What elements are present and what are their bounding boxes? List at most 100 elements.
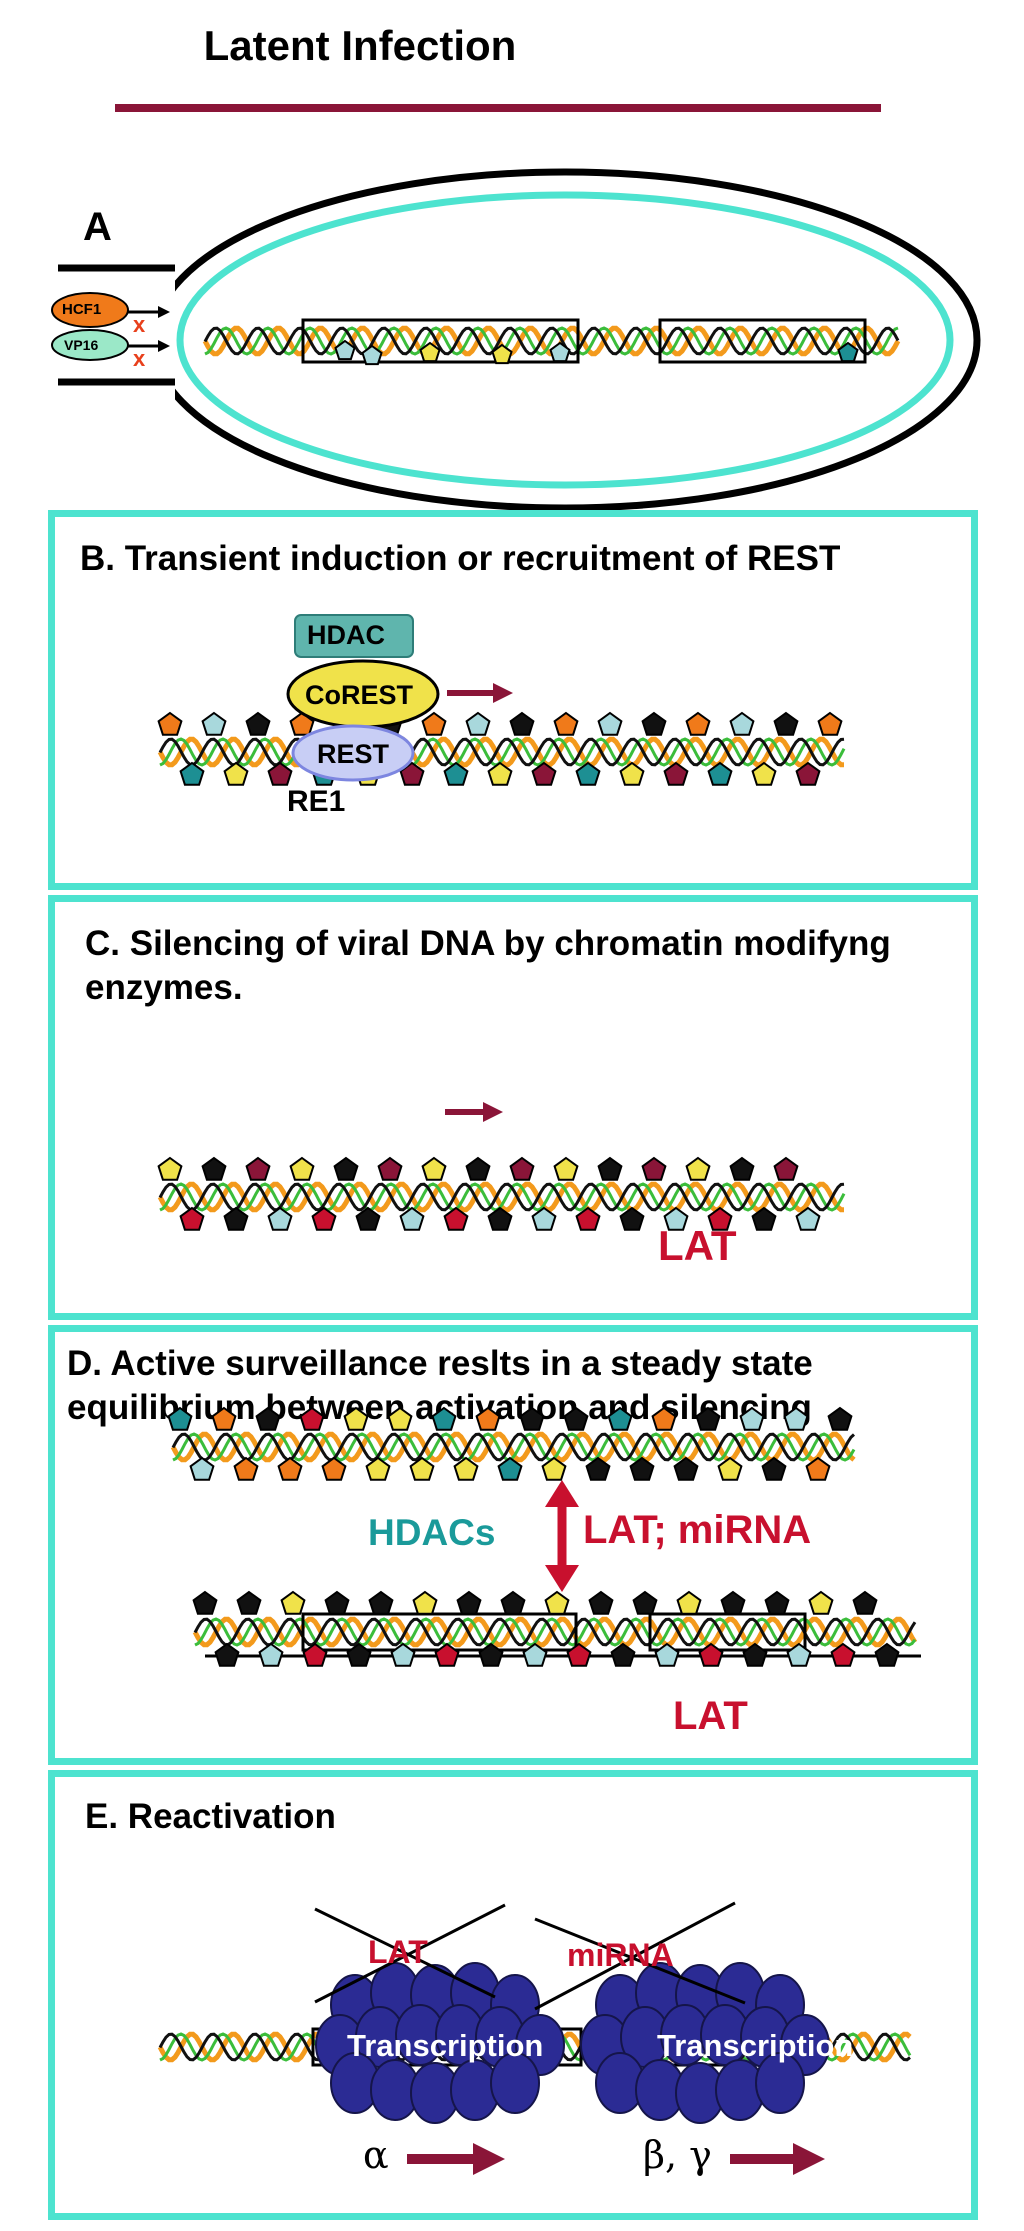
nucleosome-marker bbox=[453, 1456, 479, 1481]
crossed-mirna-label: miRNA bbox=[567, 1937, 674, 1973]
nucleosome-marker bbox=[619, 761, 645, 786]
nucleosome-marker bbox=[201, 711, 227, 736]
nucleosome-marker bbox=[475, 1406, 501, 1431]
cross-lat-1 bbox=[314, 1907, 496, 1999]
panel-a-letter: A bbox=[83, 205, 112, 249]
nucleosome-marker bbox=[575, 761, 601, 786]
nucleosome-marker bbox=[421, 1156, 447, 1181]
nucleosome-marker bbox=[500, 1590, 526, 1615]
nucleosome-marker bbox=[421, 711, 447, 736]
nucleosome-marker bbox=[522, 1642, 548, 1667]
hdac-label: HDAC bbox=[307, 620, 385, 650]
nucleosome-marker bbox=[707, 761, 733, 786]
nucleosome-marker bbox=[157, 1156, 183, 1181]
nucleosome-marker bbox=[299, 1406, 325, 1431]
hdacs-label: HDACs bbox=[368, 1512, 496, 1553]
nucleosome-marker bbox=[365, 1456, 391, 1481]
nucleosome-marker bbox=[167, 1406, 193, 1431]
transcription-label-2: Transcription bbox=[657, 2028, 854, 2063]
nucleosome-marker bbox=[311, 1206, 337, 1231]
nucleosome-marker bbox=[795, 1206, 821, 1231]
nucleosome-marker bbox=[607, 1406, 633, 1431]
nucleosome-marker bbox=[233, 1456, 259, 1481]
nucleosome-marker bbox=[258, 1642, 284, 1667]
nucleosome-marker bbox=[641, 711, 667, 736]
dna-d-bottom bbox=[192, 1616, 918, 1648]
nucleosome-marker bbox=[541, 1456, 567, 1481]
nucleosome-marker bbox=[324, 1590, 350, 1615]
nucleosome-marker bbox=[346, 1642, 372, 1667]
beta-gamma-label: β, γ bbox=[643, 2133, 712, 2177]
nucleosome-marker bbox=[157, 711, 183, 736]
crossed-lat-label: LAT bbox=[368, 1934, 428, 1970]
nucleosome-marker bbox=[764, 1590, 790, 1615]
nucleosome-marker bbox=[531, 761, 557, 786]
nucleosome-marker bbox=[549, 341, 571, 363]
nucleosome-marker bbox=[277, 1456, 303, 1481]
title-rule bbox=[115, 104, 881, 112]
panel-a: A HCF1 VP16 x x bbox=[0, 150, 1024, 510]
nucleosome-marker bbox=[531, 1206, 557, 1231]
nucleosome-marker bbox=[443, 761, 469, 786]
nucleosome-marker bbox=[343, 1406, 369, 1431]
nucleosome-marker bbox=[786, 1642, 812, 1667]
nucleosome-marker bbox=[399, 1206, 425, 1231]
nucleosome-marker bbox=[321, 1456, 347, 1481]
block-mark-2: x bbox=[133, 346, 146, 371]
nucleosome-marker bbox=[685, 1156, 711, 1181]
nucleosome-marker bbox=[245, 711, 271, 736]
block-mark-1: x bbox=[133, 312, 146, 337]
panel-d: D. Active surveillance reslts in a stead… bbox=[48, 1325, 978, 1765]
nucleosome-marker bbox=[795, 761, 821, 786]
nucleosome-marker bbox=[874, 1642, 900, 1667]
nucleosome-marker bbox=[805, 1456, 831, 1481]
nucleosome-marker bbox=[412, 1590, 438, 1615]
cross-mirna-1 bbox=[534, 1917, 746, 2005]
nucleosome-marker bbox=[267, 1206, 293, 1231]
polymerase-subunit bbox=[755, 2052, 805, 2114]
panel-e-graphic bbox=[157, 1901, 912, 2175]
nucleosome-marker bbox=[720, 1590, 746, 1615]
hcf1-label: HCF1 bbox=[62, 301, 102, 318]
nucleosome-marker bbox=[255, 1406, 281, 1431]
nucleosome-marker bbox=[387, 1406, 413, 1431]
nucleosome-marker bbox=[751, 1206, 777, 1231]
nucleosome-marker bbox=[179, 761, 205, 786]
nucleosome-marker bbox=[333, 1156, 359, 1181]
nucleosome-marker bbox=[585, 1456, 611, 1481]
panel-a-graphic bbox=[50, 168, 981, 510]
nucleosome-marker bbox=[773, 1156, 799, 1181]
nucleosome-group-a bbox=[334, 339, 859, 366]
nucleosome-marker bbox=[698, 1642, 724, 1667]
nucleosome-marker bbox=[179, 1206, 205, 1231]
nucleosome-marker bbox=[289, 1156, 315, 1181]
nucleosome-marker bbox=[852, 1590, 878, 1615]
nucleosome-marker bbox=[390, 1642, 416, 1667]
nucleosome-group-c bbox=[157, 1156, 821, 1231]
nucleosome-marker bbox=[783, 1406, 809, 1431]
nucleosome-marker bbox=[619, 1206, 645, 1231]
gene-box-1 bbox=[301, 318, 580, 364]
panel-c-graphic bbox=[157, 1102, 846, 1231]
nucleosome-marker bbox=[289, 711, 315, 736]
nucleosome-marker bbox=[610, 1642, 636, 1667]
nucleosome-marker bbox=[651, 1406, 677, 1431]
panel-b-heading: B. Transient induction or recruitment of… bbox=[80, 539, 841, 578]
nucleosome-marker bbox=[837, 341, 859, 363]
nucleosome-marker bbox=[509, 711, 535, 736]
nucleosome-marker bbox=[695, 1406, 721, 1431]
nucleosome-marker bbox=[544, 1590, 570, 1615]
nucleosome-marker bbox=[641, 1156, 667, 1181]
nucleosome-marker bbox=[245, 1156, 271, 1181]
nucleosome-marker bbox=[189, 1456, 215, 1481]
nucleosome-marker bbox=[632, 1590, 658, 1615]
nucleosome-marker bbox=[685, 711, 711, 736]
dna-c bbox=[157, 1181, 846, 1213]
nucleosome-marker bbox=[497, 1456, 523, 1481]
nucleosome-marker bbox=[491, 343, 513, 365]
panel-e: E. Reactivation LAT miRNA Transcription … bbox=[48, 1770, 978, 2220]
nucleosome-marker bbox=[827, 1406, 853, 1431]
nucleosome-marker bbox=[717, 1456, 743, 1481]
nucleosome-marker bbox=[267, 761, 293, 786]
nucleosome-marker bbox=[673, 1456, 699, 1481]
